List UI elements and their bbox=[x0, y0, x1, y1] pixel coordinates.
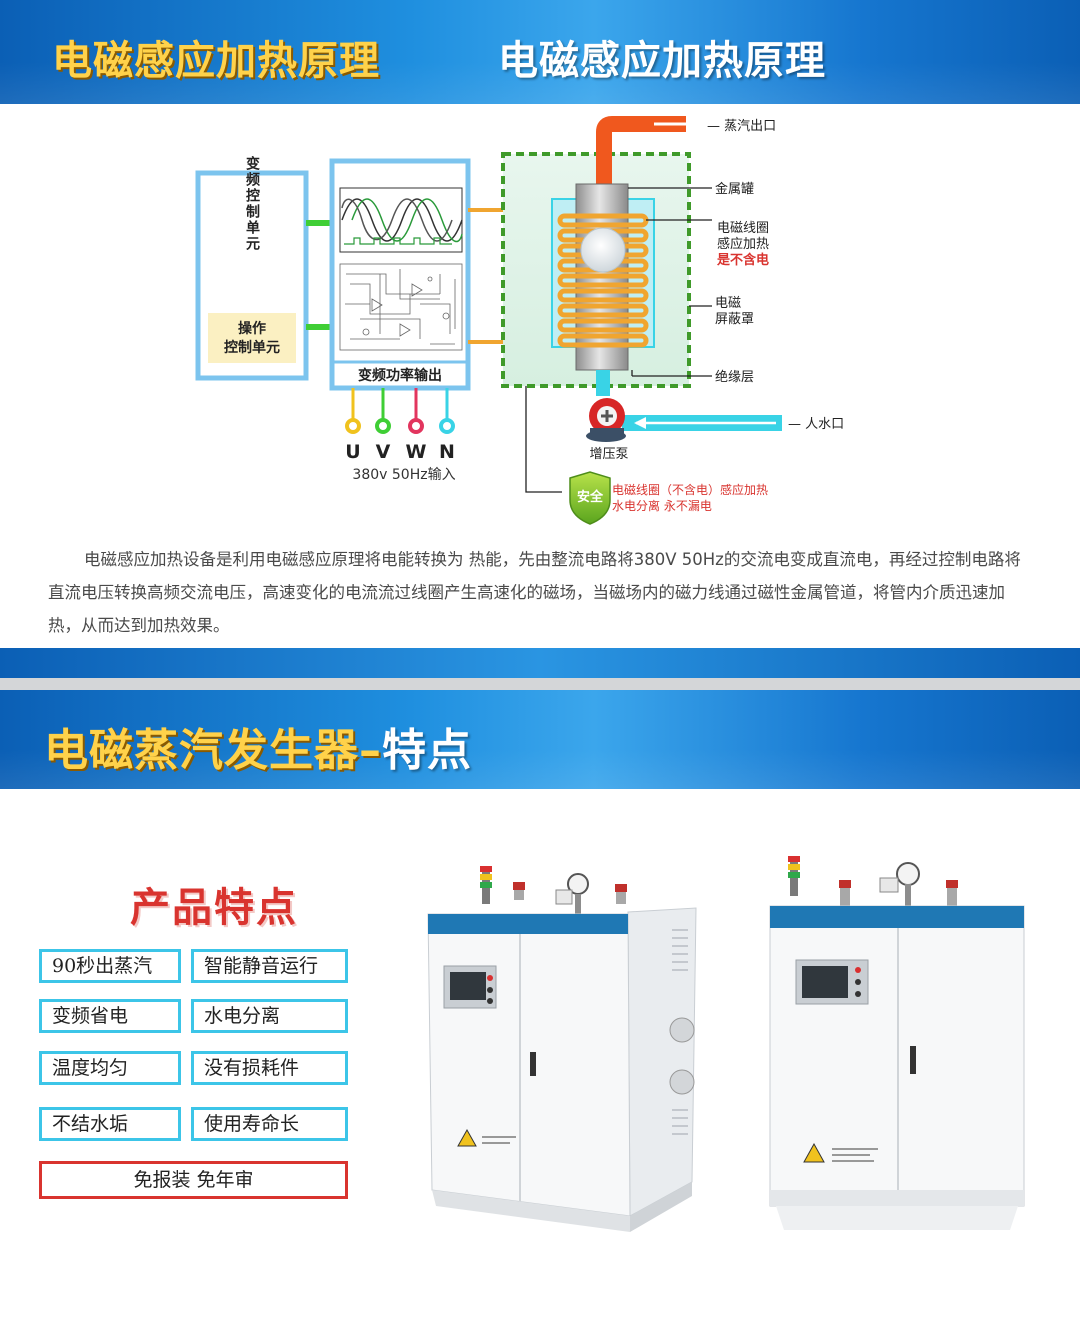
section-divider-gray bbox=[0, 678, 1080, 690]
operation-unit-label-1: 操作 bbox=[238, 320, 266, 337]
section-divider-blue bbox=[0, 648, 1080, 678]
operation-unit-label-2: 控制单元 bbox=[224, 339, 280, 356]
phase-n: N bbox=[439, 441, 455, 463]
waveform-2 bbox=[351, 198, 463, 243]
connector-bottom bbox=[306, 324, 332, 330]
steam-pipe bbox=[596, 116, 686, 186]
metal-tank-label: 金属罐 bbox=[715, 181, 754, 197]
safety-shield-icon: 安全 bbox=[569, 471, 611, 525]
steam-generator-front-image bbox=[769, 856, 1025, 1230]
steam-outlet-label: — 蒸汽出口 bbox=[707, 119, 776, 134]
phase-u: U bbox=[345, 441, 360, 463]
principle-title-right: 电磁感应加热原理 bbox=[498, 38, 826, 84]
feature-item: 不结水垢 bbox=[39, 1107, 181, 1141]
coil-label-3: 是不含电 bbox=[716, 252, 769, 268]
svg-text:安全: 安全 bbox=[577, 489, 604, 505]
input-label: 380v 50Hz输入 bbox=[352, 467, 455, 483]
waveform-1 bbox=[341, 198, 463, 242]
principle-description: 电磁感应加热设备是利用电磁感应原理将电能转换为 热能，先由整流电路将380V 5… bbox=[48, 550, 1021, 635]
feature-item: 90秒出蒸汽 bbox=[39, 949, 181, 983]
coil-label-2: 感应加热 bbox=[717, 236, 769, 252]
feature-item: 智能静音运行 bbox=[191, 949, 348, 983]
feature-item: 变频省电 bbox=[39, 999, 181, 1033]
principle-title-left: 电磁感应加热原理 bbox=[52, 38, 380, 84]
connector-top bbox=[306, 220, 332, 226]
control-unit-label: 变频控制单元 bbox=[244, 155, 260, 252]
feature-item: 没有损耗件 bbox=[191, 1051, 348, 1085]
insulation-label: 绝缘层 bbox=[715, 369, 754, 385]
power-output-label: 变频功率输出 bbox=[358, 367, 442, 384]
coil-label-1: 电磁线圈 bbox=[717, 221, 769, 236]
power-output-box: 变频功率输出 bbox=[329, 158, 471, 391]
pump-label: 增压泵 bbox=[589, 447, 628, 462]
induction-heating-diagram: 变频控制单元 操作 控制单元 变频功率输出 U V bbox=[195, 116, 844, 525]
features-title: 产品特点 bbox=[130, 885, 298, 931]
waveform-3 bbox=[341, 198, 453, 242]
phase-terminals: U V W N 380v 50Hz输入 bbox=[345, 388, 456, 483]
water-pipe-vertical bbox=[596, 370, 610, 396]
feature-highlight: 免报装 免年审 bbox=[39, 1161, 348, 1199]
feature-item: 温度均匀 bbox=[39, 1051, 181, 1085]
feature-item: 水电分离 bbox=[191, 999, 348, 1033]
phase-v: V bbox=[376, 441, 391, 463]
features-banner: 电磁蒸汽发生器–特点 bbox=[0, 690, 1080, 789]
control-unit-box: 变频控制单元 操作 控制单元 bbox=[195, 155, 309, 381]
features-banner-title: 电磁蒸汽发生器–特点 bbox=[44, 725, 472, 776]
feature-item: 使用寿命长 bbox=[191, 1107, 348, 1141]
safety-line-1: 电磁线圈（不含电）感应加热 bbox=[612, 482, 768, 497]
shield-label-2: 屏蔽罩 bbox=[715, 312, 754, 327]
safety-line-2: 水电分离 永不漏电 bbox=[612, 498, 712, 513]
shield-label-1: 电磁 bbox=[715, 296, 741, 311]
circuit-schematic bbox=[339, 263, 463, 351]
steam-generator-angled-image bbox=[427, 866, 697, 1232]
principle-banner: 电磁感应加热原理 电磁感应加热原理 bbox=[0, 0, 1080, 104]
pulse-train bbox=[344, 237, 452, 245]
booster-pump-icon bbox=[586, 398, 626, 442]
coil-center-orb bbox=[580, 227, 626, 273]
water-inlet-label: — 人水口 bbox=[788, 417, 844, 432]
phase-w: W bbox=[406, 441, 427, 463]
